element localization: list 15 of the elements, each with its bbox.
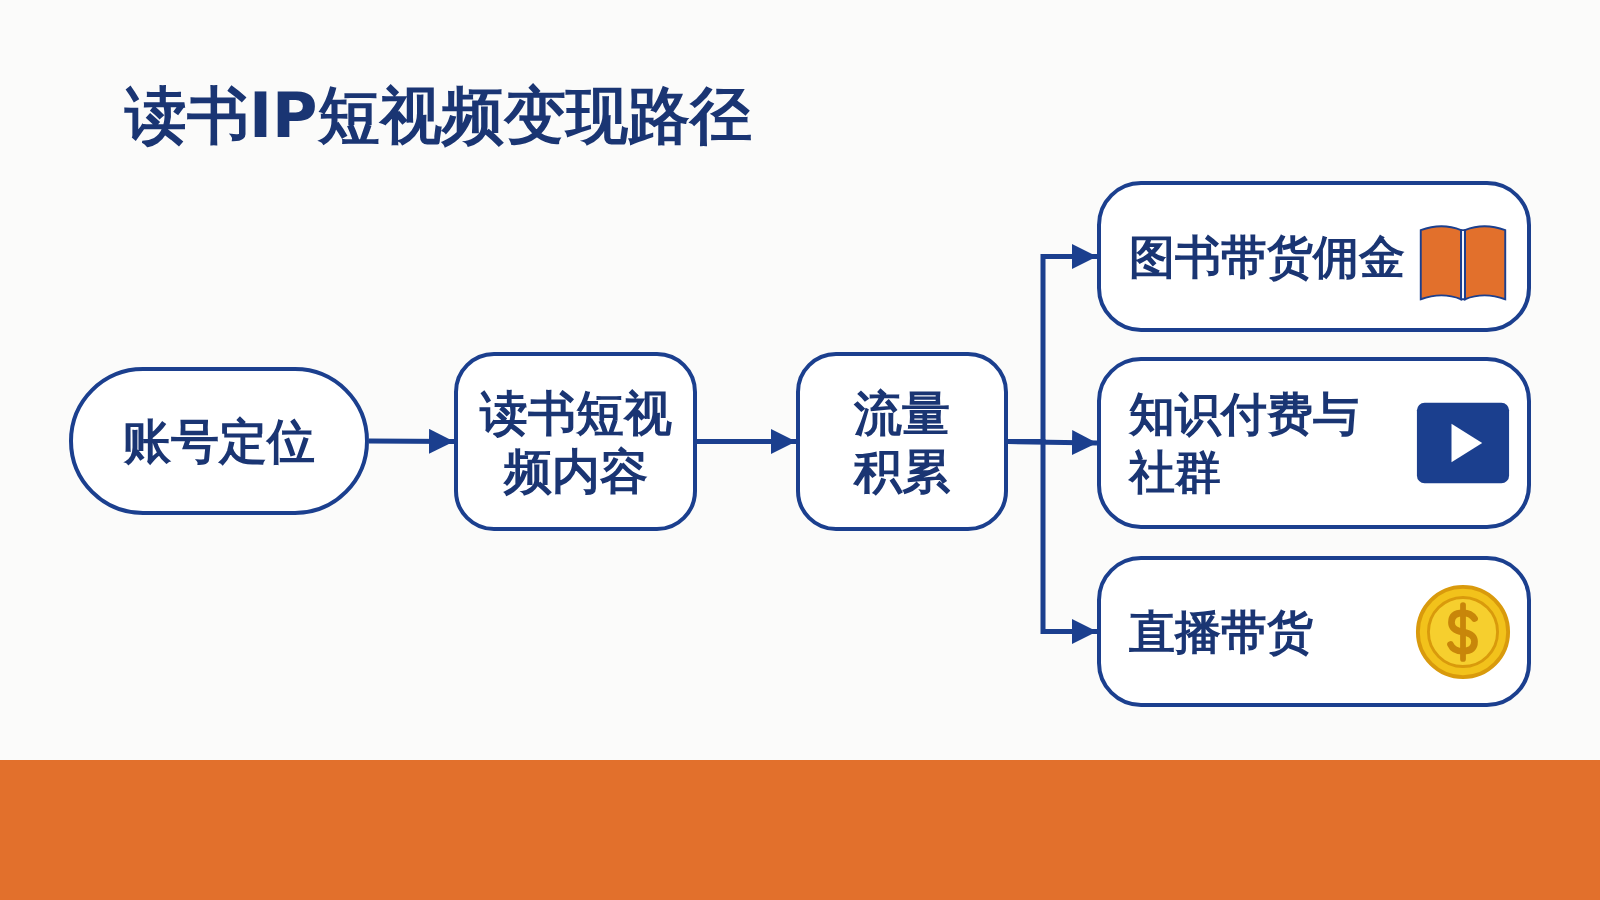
arrow xyxy=(1008,439,1097,644)
box-label: 知识付费与社群 xyxy=(1129,386,1360,501)
rounded-box xyxy=(1097,181,1531,332)
arrow xyxy=(697,429,796,454)
box-label: 流量积累 xyxy=(852,383,951,500)
box-label: 图书带货佣金 xyxy=(1129,228,1406,286)
box-label: 账号定位 xyxy=(122,412,316,470)
rounded-box xyxy=(454,352,697,531)
rounded-box xyxy=(796,352,1008,531)
box-label: 读书短视频内容 xyxy=(478,383,673,500)
arrow xyxy=(369,428,454,454)
rounded-box xyxy=(1097,556,1531,707)
box-label: 直播带货 xyxy=(1129,603,1314,661)
rounded-box xyxy=(1097,357,1531,529)
title: 读书IP短视频变现路径 xyxy=(125,78,752,154)
